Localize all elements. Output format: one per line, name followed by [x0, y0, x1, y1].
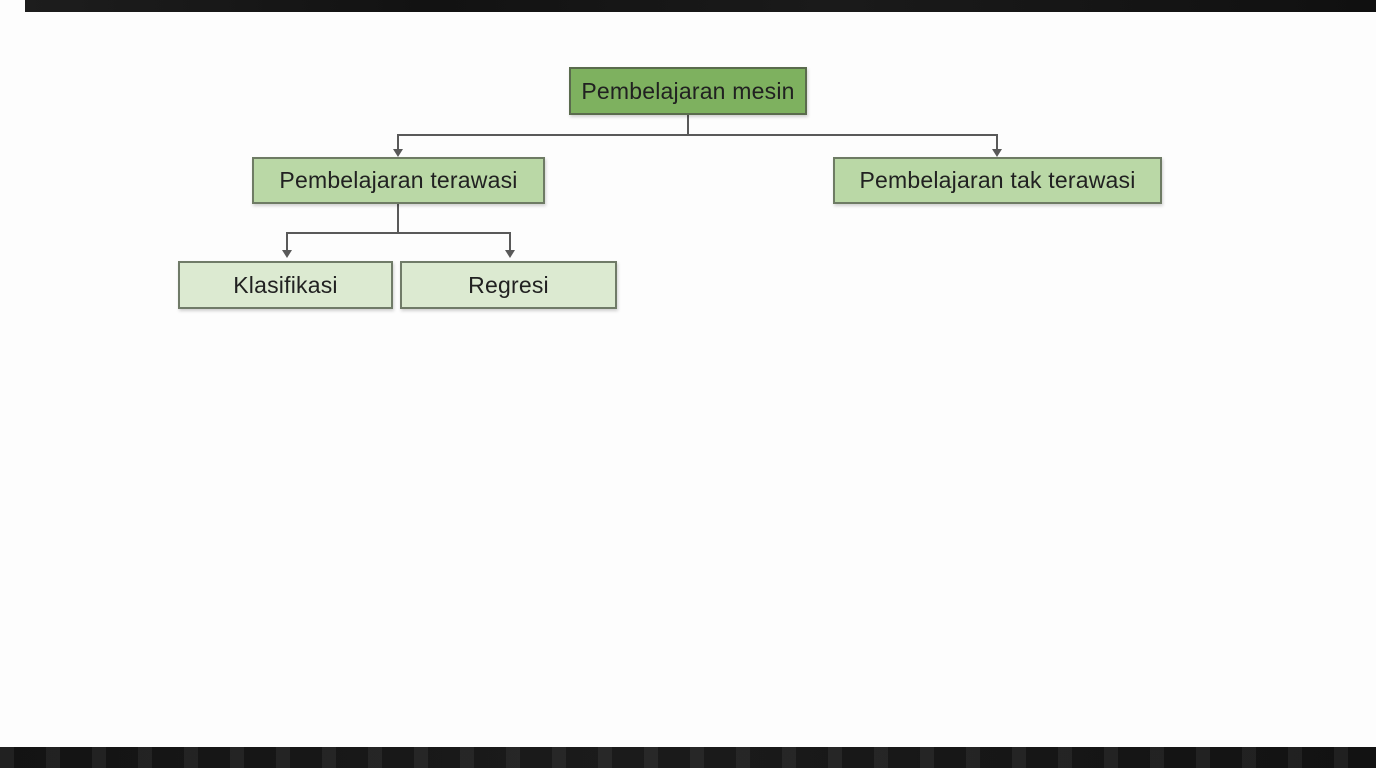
connector-root-stem — [687, 115, 689, 136]
connector-drop-unsupervised — [996, 134, 998, 151]
connector-supervised-stem — [397, 204, 399, 234]
arrowhead-down-classification-icon — [282, 250, 292, 258]
arrowhead-down-regression-icon — [505, 250, 515, 258]
arrowhead-down-unsupervised-icon — [992, 149, 1002, 157]
connector-supervised-crossbar — [286, 232, 511, 234]
top-letterbox-bar — [25, 0, 1376, 12]
node-classification-label: Klasifikasi — [233, 271, 338, 298]
node-machine-learning-label: Pembelajaran mesin — [581, 77, 795, 104]
node-unsupervised-learning-label: Pembelajaran tak terawasi — [859, 167, 1136, 193]
node-regression: Regresi — [400, 261, 617, 309]
node-unsupervised-learning: Pembelajaran tak terawasi — [833, 157, 1162, 204]
bottom-letterbox-bar — [0, 747, 1376, 768]
node-supervised-learning-label: Pembelajaran terawasi — [279, 167, 518, 193]
node-classification: Klasifikasi — [178, 261, 393, 309]
connector-drop-classification — [286, 232, 288, 250]
node-regression-label: Regresi — [468, 271, 549, 298]
connector-root-crossbar — [397, 134, 998, 136]
connector-drop-supervised — [397, 134, 399, 151]
arrowhead-down-supervised-icon — [393, 149, 403, 157]
node-machine-learning: Pembelajaran mesin — [569, 67, 807, 115]
node-supervised-learning: Pembelajaran terawasi — [252, 157, 545, 204]
connector-drop-regression — [509, 232, 511, 250]
